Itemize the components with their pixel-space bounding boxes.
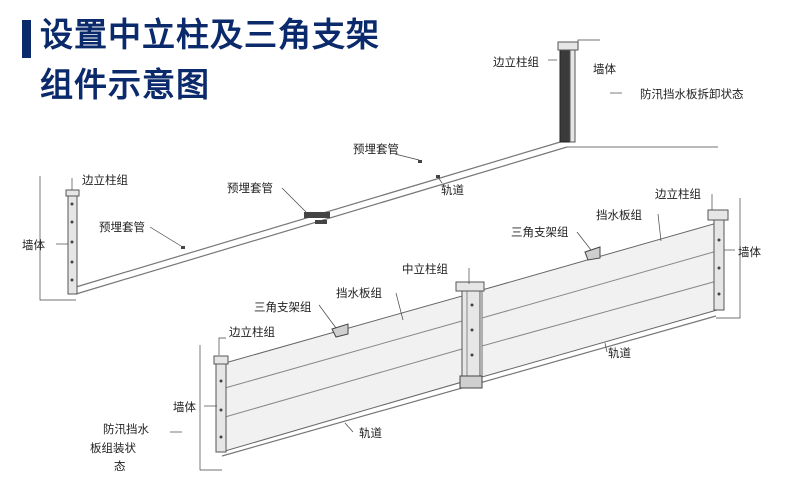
label-left-bracket: 三角支架组 [254,300,312,314]
embedded-sleeve-marks [181,160,440,249]
title-line-2: 组件示意图 [40,65,210,104]
left-water-board-set [224,295,463,452]
upper-left-edge-post [65,189,80,295]
right-triangle-bracket [584,246,601,261]
label-rail-upper: 轨道 [441,183,464,197]
label-right-board: 挡水板组 [596,208,642,222]
label-assembled-state-3: 态 [114,459,126,473]
label-assembled-state-1: 防汛挡水 [103,422,149,436]
upper-right-edge-post [557,39,600,143]
label-rail-lower: 轨道 [359,426,382,440]
label-rail-lower-right: 轨道 [608,346,631,360]
label-middle-board: 挡水板组 [336,286,382,300]
label-disassembled-state: 防汛挡水板拆卸状态 [640,87,744,101]
label-top-right-wall: 墙体 [593,62,616,76]
label-left-upper-wall: 墙体 [22,238,45,252]
label-left-wall: 墙体 [173,400,196,414]
label-embedded-sleeve-2: 预埋套管 [227,181,273,195]
label-right-bracket: 三角支架组 [511,225,569,239]
right-water-board-set [481,222,718,378]
middle-post [455,281,485,389]
label-right-wall: 墙体 [738,245,761,259]
label-embedded-sleeve-3: 预埋套管 [99,220,145,234]
label-top-right-post: 边立柱组 [493,55,539,69]
lower-left-edge-post [213,355,229,453]
leader-lines [56,59,735,433]
label-left-post: 边立柱组 [229,325,275,339]
title-line-1: 设置中立柱及三角支架 [40,15,380,54]
label-assembled-state-2: 板组装状 [90,441,136,455]
title-accent-bar [22,20,31,58]
label-middle-post: 中立柱组 [402,262,448,276]
left-triangle-bracket [331,323,349,338]
label-right-post: 边立柱组 [655,187,701,201]
label-embedded-sleeve-1: 预埋套管 [353,142,399,156]
label-left-upper-post: 边立柱组 [82,173,128,187]
lower-right-edge-post [707,209,729,311]
